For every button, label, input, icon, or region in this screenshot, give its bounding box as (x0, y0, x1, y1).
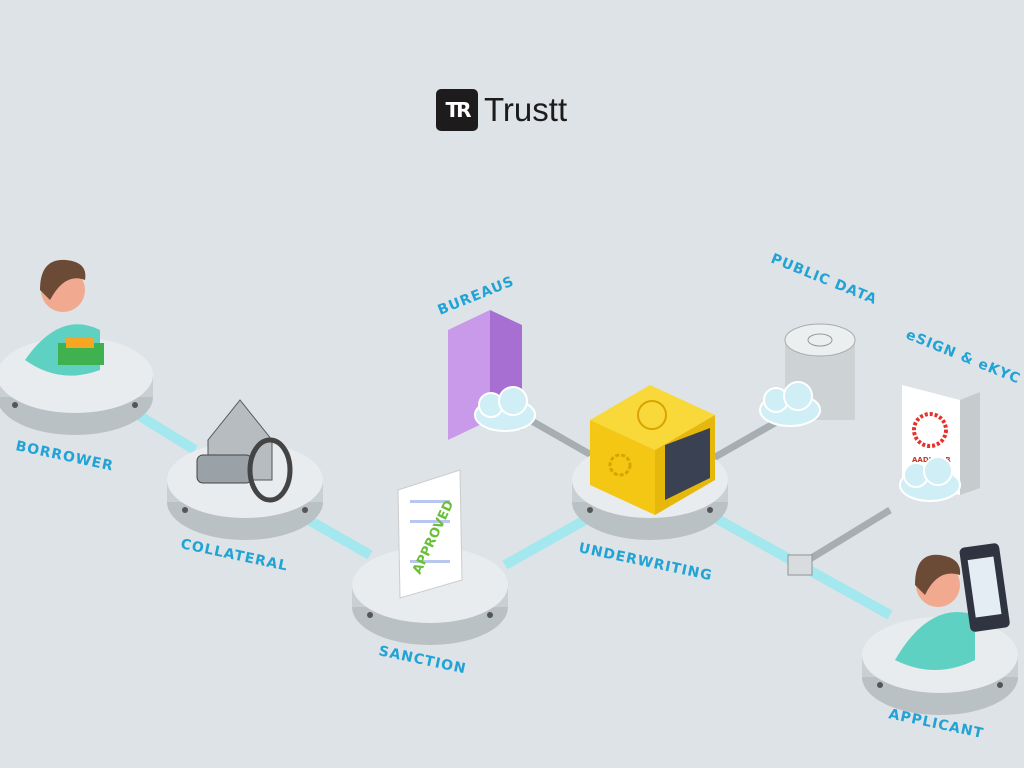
data-pipes (528, 416, 892, 568)
logo-mark: TR (436, 89, 478, 131)
necklace-icon (247, 437, 293, 503)
bureaus-source (448, 310, 536, 440)
car-icon (196, 454, 253, 484)
borrower-node (0, 259, 153, 435)
money-stack-icon (58, 338, 104, 365)
collateral-node (167, 399, 323, 540)
label-sanction: SANCTION (377, 643, 468, 677)
globe-icon (807, 333, 833, 347)
brain-icon (637, 400, 667, 430)
label-collateral: COLLATERAL (179, 536, 289, 574)
applicant-node (862, 543, 1018, 715)
label-underwriting: UNDERWRITING (577, 540, 714, 584)
public-data-source (759, 323, 856, 427)
logo-text: Trustt (484, 91, 568, 128)
underwriting-node (572, 385, 728, 540)
trustt-logo: TR Trustt (436, 89, 567, 131)
calculator-icon (665, 428, 710, 500)
label-public-data: PUBLIC DATA (769, 251, 880, 308)
esign-ekyc-source: AADHAAR (899, 385, 980, 502)
aadhaar-logo-icon (912, 412, 948, 448)
label-esign-ekyc: eSIGN & eKYC (904, 327, 1023, 388)
label-bureaus: BUREAUS (436, 273, 517, 318)
sanction-node: APPROVED (352, 469, 508, 645)
gear-icon (608, 453, 632, 477)
label-borrower: BORROWER (14, 438, 115, 474)
pipe-junction (787, 554, 813, 576)
